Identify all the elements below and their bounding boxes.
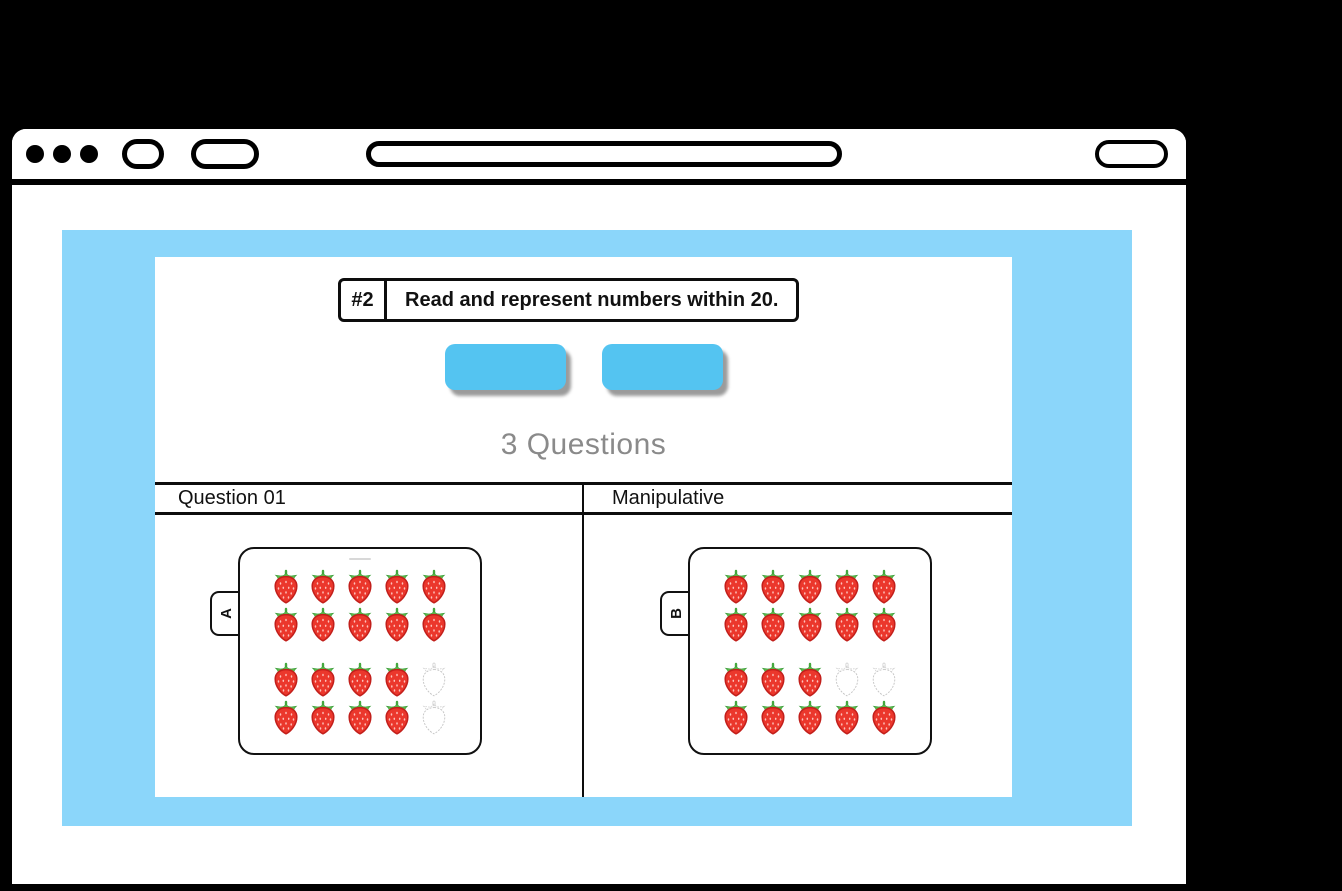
lesson-background-panel: #2 Read and represent numbers within 20.… xyxy=(62,230,1132,826)
lesson-title: Read and represent numbers within 20. xyxy=(405,288,779,311)
strawberry-filled-icon xyxy=(271,607,301,643)
strawberry-filled-icon xyxy=(721,700,751,736)
strawberry-grid-b xyxy=(690,549,930,753)
drag-dash xyxy=(349,558,371,560)
strawberry-filled-icon xyxy=(345,662,375,698)
panel-tab-b[interactable]: B xyxy=(660,591,691,636)
nav-forward-button[interactable] xyxy=(191,139,259,169)
panel-tab-label: A xyxy=(218,608,235,619)
strawberry-filled-icon xyxy=(758,662,788,698)
strawberry-filled-icon xyxy=(271,700,301,736)
strawberry-filled-icon xyxy=(382,569,412,605)
strawberry-filled-icon xyxy=(419,607,449,643)
column-divider xyxy=(582,482,584,797)
browser-window: #2 Read and represent numbers within 20.… xyxy=(8,125,1190,884)
column-header-manipulative: Manipulative xyxy=(612,487,725,509)
nav-back-button[interactable] xyxy=(122,139,164,169)
strawberry-filled-icon xyxy=(721,662,751,698)
window-controls xyxy=(26,145,98,163)
window-dot-icon[interactable] xyxy=(26,145,44,163)
action-button-1[interactable] xyxy=(444,344,566,390)
strawberry-filled-icon xyxy=(271,662,301,698)
browser-menu-button[interactable] xyxy=(1095,140,1168,168)
strawberry-filled-icon xyxy=(795,662,825,698)
strawberry-filled-icon xyxy=(382,662,412,698)
strawberry-filled-icon xyxy=(758,569,788,605)
strawberry-filled-icon xyxy=(308,569,338,605)
action-button-row xyxy=(155,344,1012,390)
strawberry-filled-icon xyxy=(832,607,862,643)
panel-tab-label: B xyxy=(668,608,685,619)
strawberry-filled-icon xyxy=(308,700,338,736)
strawberry-filled-icon xyxy=(758,607,788,643)
strawberry-filled-icon xyxy=(795,607,825,643)
window-dot-icon[interactable] xyxy=(53,145,71,163)
lesson-title-box: #2 Read and represent numbers within 20. xyxy=(338,278,800,322)
strawberry-filled-icon xyxy=(382,607,412,643)
strawberry-filled-icon xyxy=(308,607,338,643)
panel-tab-a[interactable]: A xyxy=(210,591,241,636)
strawberry-panel-a[interactable] xyxy=(238,547,482,755)
strawberry-filled-icon xyxy=(721,569,751,605)
strawberry-outline-icon xyxy=(419,662,449,698)
strawberry-filled-icon xyxy=(345,607,375,643)
strawberry-filled-icon xyxy=(832,569,862,605)
strawberry-filled-icon xyxy=(721,607,751,643)
strawberry-filled-icon xyxy=(869,700,899,736)
strawberry-outline-icon xyxy=(869,662,899,698)
questions-count-label: 3 Questions xyxy=(500,428,667,461)
strawberry-filled-icon xyxy=(795,700,825,736)
strawberry-filled-icon xyxy=(345,700,375,736)
strawberry-outline-icon xyxy=(832,662,862,698)
strawberry-filled-icon xyxy=(869,607,899,643)
strawberry-filled-icon xyxy=(869,569,899,605)
column-header-question: Question 01 xyxy=(178,487,286,509)
strawberry-filled-icon xyxy=(382,700,412,736)
lesson-card: #2 Read and represent numbers within 20.… xyxy=(155,257,1012,797)
strawberry-panel-b[interactable] xyxy=(688,547,932,755)
address-bar[interactable] xyxy=(366,141,842,167)
page-body: #2 Read and represent numbers within 20.… xyxy=(12,185,1186,878)
strawberry-filled-icon xyxy=(345,569,375,605)
strawberry-filled-icon xyxy=(419,569,449,605)
window-dot-icon[interactable] xyxy=(80,145,98,163)
strawberry-filled-icon xyxy=(308,662,338,698)
strawberry-filled-icon xyxy=(832,700,862,736)
strawberry-filled-icon xyxy=(795,569,825,605)
lesson-number-badge: #2 xyxy=(341,281,387,319)
browser-titlebar xyxy=(12,129,1186,185)
strawberry-outline-icon xyxy=(419,700,449,736)
strawberry-grid-a xyxy=(240,549,480,753)
strawberry-filled-icon xyxy=(271,569,301,605)
strawberry-filled-icon xyxy=(758,700,788,736)
action-button-2[interactable] xyxy=(601,344,723,390)
